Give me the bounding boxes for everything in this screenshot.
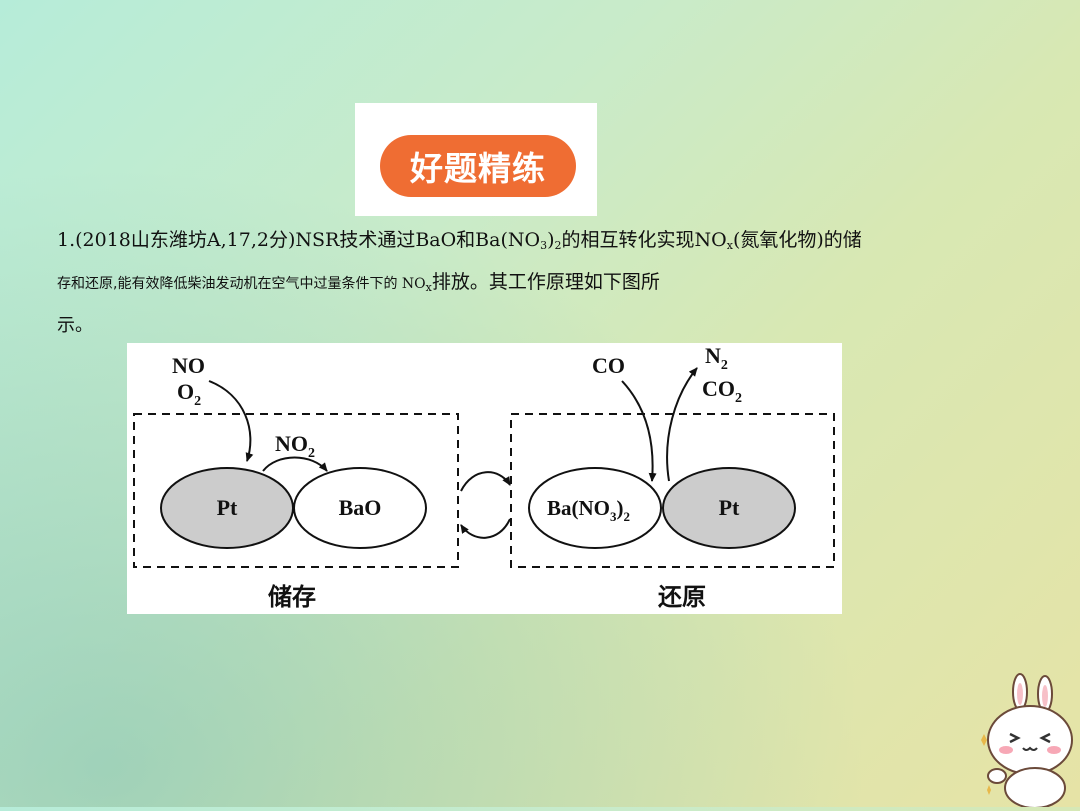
label-no2: NO2 — [275, 431, 315, 461]
section-title-box: 好题精练 — [355, 103, 597, 216]
bunny-mascot-icon — [975, 670, 1080, 809]
question-line-1: 1.(2018山东潍坊A,17,2分)NSR技术通过BaO和Ba(NO3)2的相… — [57, 226, 1057, 260]
question-text: ) — [547, 229, 555, 251]
question-text: 的相互转化实现NO — [561, 229, 727, 251]
question-text: 排放。其工作原理如下图所 — [431, 271, 660, 293]
ellipse-bano3 — [528, 467, 662, 549]
arrow-into-pt — [208, 380, 254, 462]
text-pt-left: Pt — [217, 495, 238, 520]
caption-storage: 储存 — [268, 583, 316, 611]
cycle-arrow-bottom — [460, 518, 511, 539]
ellipse-pt-right — [662, 467, 796, 549]
label-no: NO — [172, 353, 205, 378]
arrow-products-out — [666, 367, 698, 482]
question-text: 存和还原,能有效降低柴油发动机在空气中过量条件下的 — [57, 276, 402, 292]
question-line-3: 示。 — [57, 315, 93, 336]
section-title: 好题精练 — [380, 135, 576, 197]
question-text: 1.(2018山东潍坊A,17,2分)NSR技术通过BaO和Ba(NO — [57, 229, 541, 251]
formula-nox: NO — [401, 276, 426, 292]
subscript: x — [726, 239, 733, 252]
label-co: CO — [592, 353, 625, 378]
ellipse-bao — [293, 467, 427, 549]
text-pt-right: Pt — [719, 495, 740, 520]
nsr-diagram: NO O2 NO2 Pt BaO CO N2 CO2 Ba(NO3)2 Pt 储… — [133, 343, 835, 611]
label-o2: O2 — [177, 379, 201, 409]
subscript: 2 — [554, 239, 562, 252]
arrow-co-in — [621, 380, 657, 482]
arrow-pt-to-bao — [262, 456, 328, 472]
label-co2: CO2 — [702, 376, 742, 406]
storage-dashed-box — [133, 413, 459, 568]
nsr-principle-figure: NO O2 NO2 Pt BaO CO N2 CO2 Ba(NO3)2 Pt 储… — [127, 343, 842, 614]
label-n2: N2 — [705, 343, 728, 373]
subscript: 3 — [540, 239, 548, 252]
subscript: x — [425, 281, 432, 294]
question-text: (氮氧化物)的储 — [732, 229, 862, 251]
text-bano3: Ba(NO3)2 — [547, 496, 630, 524]
text-bao: BaO — [339, 495, 382, 520]
cycle-arrow-top — [460, 471, 511, 492]
caption-reduction: 还原 — [658, 583, 706, 611]
question-line-2: 存和还原,能有效降低柴油发动机在空气中过量条件下的 NOx排放。其工作原理如下图… — [57, 268, 1057, 302]
